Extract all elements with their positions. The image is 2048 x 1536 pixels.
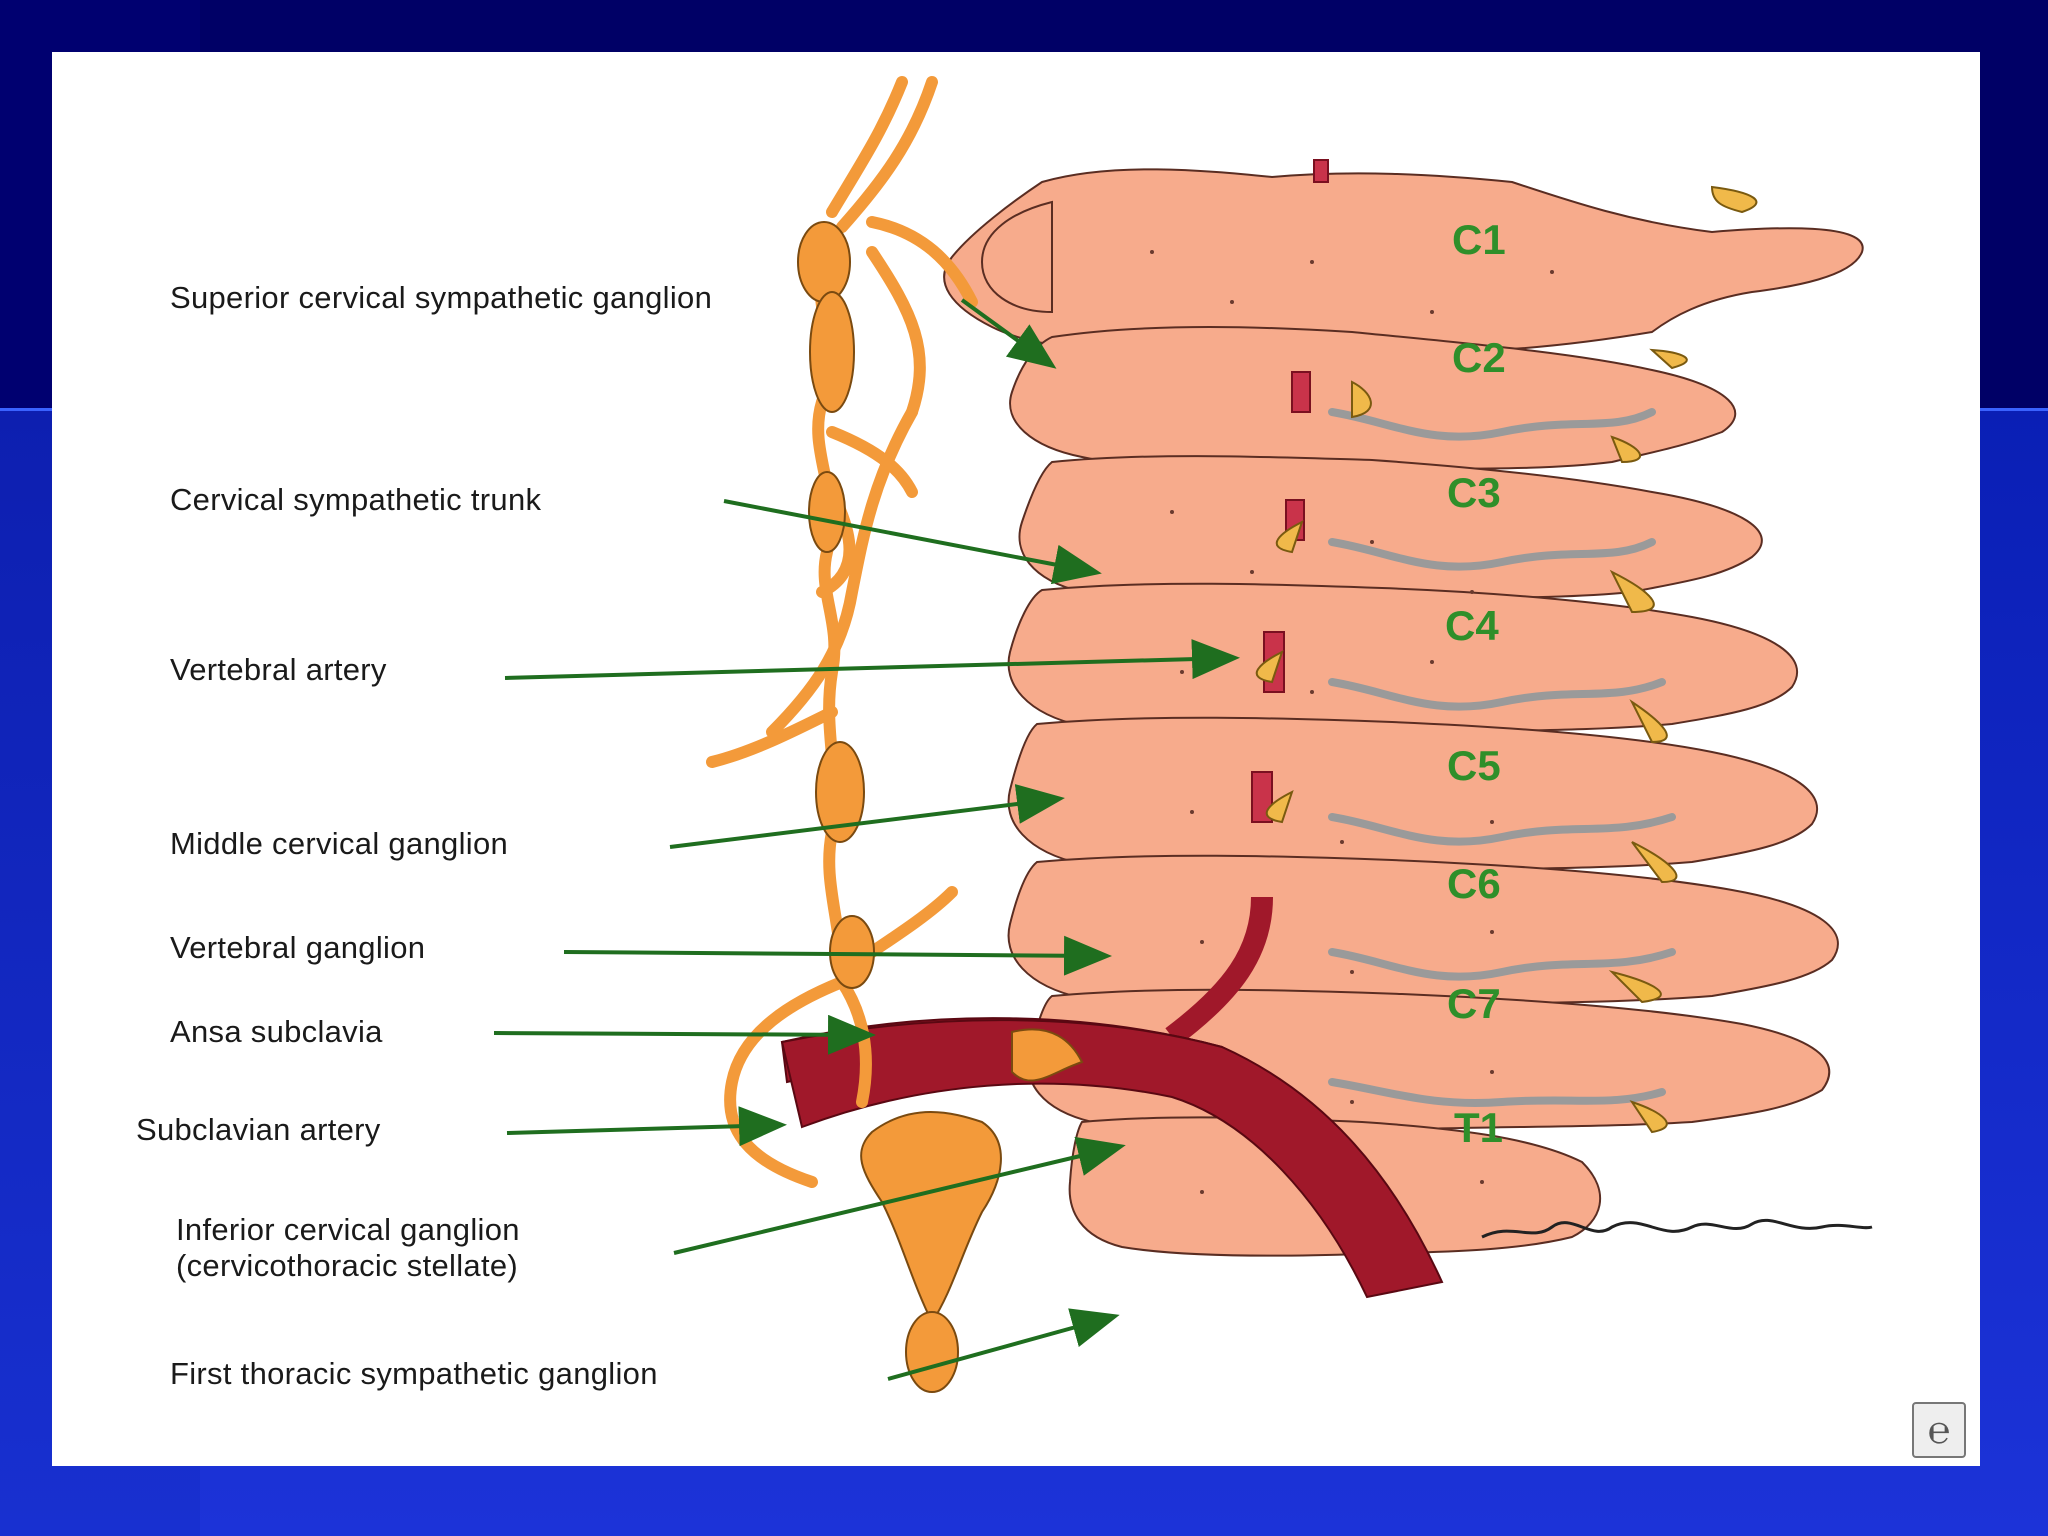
label-ansa-subclavia: Ansa subclavia bbox=[170, 1014, 383, 1049]
vertebra-c5 bbox=[1007, 716, 1819, 875]
vertebra-label: C1 bbox=[1452, 216, 1506, 263]
vertebral-artery-lower bbox=[1165, 896, 1273, 1046]
arrow-superior-cervical bbox=[960, 298, 1057, 369]
subclavian-artery-body bbox=[780, 1019, 1444, 1299]
transverse-process-left bbox=[980, 200, 1053, 314]
ganglia bbox=[797, 221, 1084, 1393]
vertebral-column bbox=[943, 168, 1864, 1257]
spinal-nerve-roots bbox=[1255, 185, 1758, 1134]
intervertebral-discs bbox=[1328, 408, 1676, 1107]
arrow-subclavian-artery bbox=[506, 1106, 787, 1147]
label-cervical-sympathetic-trunk: Cervical sympathetic trunk bbox=[170, 482, 542, 517]
vertebra-label: C6 bbox=[1447, 860, 1501, 907]
leader-arrows bbox=[493, 298, 1240, 1381]
label-middle-cervical-ganglion: Middle cervical ganglion bbox=[170, 826, 509, 861]
vertebra-label: T1 bbox=[1454, 1104, 1503, 1151]
vertebra-label: C2 bbox=[1452, 334, 1506, 381]
arrow-inferior-cervical bbox=[673, 1136, 1126, 1255]
vertebra-label: C7 bbox=[1447, 980, 1501, 1027]
label-subclavian-artery: Subclavian artery bbox=[136, 1112, 381, 1147]
arrow-first-thoracic bbox=[887, 1308, 1120, 1381]
arrow-ansa-subclavia bbox=[493, 1014, 876, 1055]
anatomy-illustration: C1 C2 C3 C4 C5 C6 C7 T1 bbox=[493, 76, 1873, 1393]
anatomy-figure: C1 C2 C3 C4 C5 C6 C7 T1 Superior cervica… bbox=[52, 52, 1980, 1466]
artist-signature bbox=[1481, 1218, 1873, 1239]
label-first-thoracic-ganglion: First thoracic sympathetic ganglion bbox=[170, 1356, 658, 1391]
vertebra-label: C3 bbox=[1447, 469, 1501, 516]
label-superior-cervical-ganglion: Superior cervical sympathetic ganglion bbox=[170, 280, 713, 315]
arrow-middle-cervical bbox=[669, 784, 1065, 849]
vertebra-label: C5 bbox=[1447, 742, 1501, 789]
arrow-vertebral-ganglion bbox=[563, 935, 1112, 976]
arrow-vertebral-artery bbox=[504, 639, 1240, 680]
vertebra-c3 bbox=[1018, 455, 1763, 603]
arrow-cervical-trunk bbox=[723, 499, 1102, 585]
label-inferior-cervical-ganglion: Inferior cervical ganglion bbox=[176, 1212, 520, 1247]
corner-logo-icon: ℮ bbox=[1912, 1402, 1966, 1458]
vertebra-c6 bbox=[1007, 854, 1839, 1009]
label-vertebral-artery: Vertebral artery bbox=[170, 652, 387, 687]
label-cervicothoracic-stellate: (cervicothoracic stellate) bbox=[176, 1248, 519, 1283]
vertebra-label: C4 bbox=[1445, 602, 1499, 649]
vertebra-c4 bbox=[1007, 582, 1799, 737]
label-vertebral-ganglion: Vertebral ganglion bbox=[170, 930, 426, 965]
